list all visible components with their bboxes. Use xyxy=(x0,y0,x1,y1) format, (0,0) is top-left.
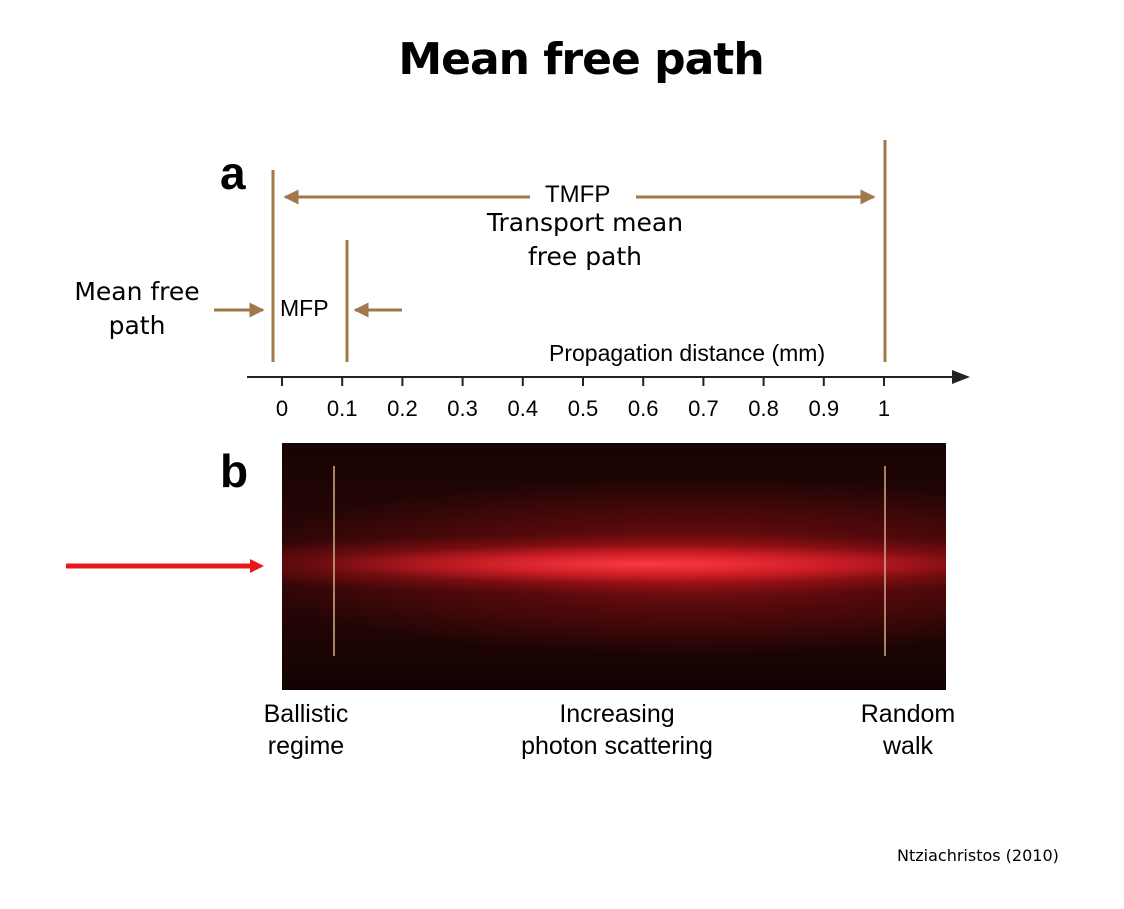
scattering-label: Increasing photon scattering xyxy=(497,698,737,762)
axis-tick-label: 0.5 xyxy=(567,396,599,421)
random-walk-marker xyxy=(884,466,886,656)
mfp-note-line-1: Mean free xyxy=(74,277,200,306)
random-walk-label-line-2: walk xyxy=(882,732,933,760)
random-walk-label-line-1: Random xyxy=(860,700,956,728)
tmfp-note: Transport mean free path xyxy=(480,206,690,274)
axis-tick-label: 1 xyxy=(877,396,891,421)
incident-light-arrowhead xyxy=(250,559,264,573)
tmfp-note-line-1: Transport mean xyxy=(486,208,684,237)
axis-tick-label: 0 xyxy=(275,396,289,421)
scattering-image xyxy=(282,443,946,690)
scattering-label-line-1: Increasing xyxy=(559,700,675,728)
ballistic-label-line-1: Ballistic xyxy=(263,700,349,728)
axis-tick-label: 0.8 xyxy=(748,396,779,421)
panel-b-letter: b xyxy=(220,445,249,497)
tmfp-label: TMFP xyxy=(545,181,611,208)
axis-tick-label: 0.9 xyxy=(808,396,840,421)
axis-tick-label: 0.4 xyxy=(507,396,539,421)
scattering-label-line-2: photon scattering xyxy=(521,732,713,760)
axis-tick-marks xyxy=(281,377,885,386)
axis-label: Propagation distance (mm) xyxy=(549,340,826,366)
random-walk-label: Random walk xyxy=(843,698,973,762)
ballistic-label-line-2: regime xyxy=(267,732,345,760)
axis-arrowhead xyxy=(952,370,970,384)
citation: Ntziachristos (2010) xyxy=(897,846,1059,865)
page-title: Mean free path xyxy=(398,34,764,85)
mfp-label: MFP xyxy=(280,295,329,321)
ballistic-marker xyxy=(333,466,335,656)
axis-tick-label: 0.7 xyxy=(688,396,719,421)
mfp-note-line-2: path xyxy=(108,311,166,340)
mfp-note: Mean free path xyxy=(62,275,212,343)
axis-tick-label: 0.3 xyxy=(447,396,478,421)
axis-tick-label: 0.1 xyxy=(326,396,358,421)
ballistic-label: Ballistic regime xyxy=(236,698,376,762)
axis-tick-label: 0.2 xyxy=(387,396,418,421)
axis-tick-label: 0.6 xyxy=(627,396,659,421)
tmfp-note-line-2: free path xyxy=(527,242,643,271)
panel-a-letter: a xyxy=(220,147,246,199)
